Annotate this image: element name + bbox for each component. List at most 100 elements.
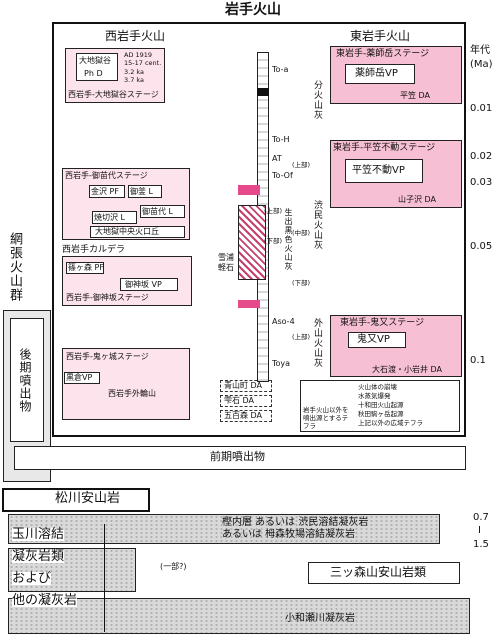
unit-label: 大地獄中央火口丘	[95, 227, 159, 236]
caldera-label: 西岩手カルデラ	[62, 245, 126, 255]
legend-item: 秋田駒ヶ岳起源	[358, 410, 404, 418]
part-note: (一部?)	[160, 562, 187, 571]
age-label: AD 1919	[124, 51, 153, 59]
stage-title: 東岩手-鬼又ステージ	[340, 318, 425, 328]
vp-box	[348, 332, 406, 348]
age-axis-title: 年代	[470, 45, 490, 56]
vp-label: 薬師岳VP	[355, 68, 398, 79]
mid-label: 雪浦	[218, 253, 234, 262]
unit-box	[64, 372, 100, 384]
part-label: (上部)	[264, 207, 283, 215]
pink-layer	[238, 185, 260, 195]
tamagawa-line: 他の凝灰岩	[12, 593, 78, 608]
part-label: (上部)	[292, 161, 311, 169]
tephra-label: Toya	[272, 359, 291, 368]
legend	[300, 380, 460, 432]
da-label: 平笠 DA	[400, 91, 431, 100]
bottom-age: I	[478, 525, 481, 536]
unit-label: 黒倉VP	[66, 373, 93, 382]
unit-ojigokudani-box	[76, 53, 118, 81]
bottom-age: 0.7	[473, 512, 489, 523]
stage-title: 西岩手-御神坂ステージ	[66, 293, 149, 302]
tephra-group: 生出黒色火山灰	[284, 208, 293, 271]
unit-box	[120, 278, 178, 291]
age-tick: 0.1	[470, 355, 486, 366]
unit-box	[92, 211, 137, 224]
matsukawa-box	[2, 488, 150, 512]
vp-box	[345, 64, 415, 84]
unit-label: 篠ヶ森 PF	[68, 263, 104, 272]
legend-item: 水蒸気爆発	[358, 392, 391, 400]
dashed-unit	[220, 380, 272, 392]
tamagawa-line: 凝灰岩類	[12, 549, 65, 564]
da-label: 大石渡・小岩井 DA	[372, 365, 443, 374]
mid-label: 軽石	[218, 263, 234, 272]
koki-label: 後期噴出物	[18, 348, 32, 413]
age-label: 3.2 ka	[124, 68, 145, 76]
part-label: (上部)	[292, 333, 311, 341]
pink-layer	[238, 300, 260, 308]
mitsumori-label: 三ッ森山安山岩類	[330, 565, 427, 579]
kowase-label: 小和瀬川凝灰岩	[285, 613, 355, 624]
vp-label: 鬼又VP	[357, 334, 390, 345]
stage-title: 西岩手-鬼ヶ城ステージ	[66, 352, 149, 361]
unit-label: 金沢 PF	[91, 187, 119, 196]
stage-title: 東岩手-薬師岳ステージ	[336, 49, 430, 59]
tephra-group: 外山火山灰	[312, 318, 322, 368]
age-tick: 0.02	[470, 151, 493, 162]
main-title: 岩手火山	[225, 2, 281, 18]
unit-label: 大地獄谷	[79, 56, 111, 65]
unit-label: 御神坂 VP	[125, 280, 162, 289]
unit-box	[140, 205, 185, 218]
legend-item: 十和田火山起源	[358, 401, 404, 409]
east-title: 東岩手火山	[350, 29, 411, 43]
hatched-layer	[238, 205, 266, 280]
tamagawa-line: 玉川溶結	[12, 527, 65, 542]
kashiuchi-line: あるいは 栂森牧場溶結凝灰岩	[222, 529, 356, 540]
unit-label: 御苗代 L	[142, 207, 173, 216]
mitsumori-box	[308, 562, 460, 584]
part-label: (下部)	[292, 279, 311, 287]
koki-box	[10, 318, 44, 442]
stage-title: 西岩手-御苗代ステージ	[65, 171, 148, 180]
kashiuchi-band	[8, 514, 440, 544]
unit-box	[128, 185, 162, 198]
age-axis-unit: (Ma)	[470, 59, 493, 70]
tephra-group: 渋民火山灰	[312, 200, 322, 250]
tephra-label: AT	[272, 154, 282, 163]
tamagawa-line: および	[12, 571, 52, 586]
zenki-box	[14, 446, 466, 470]
amibari-label: 網張火山群	[7, 232, 22, 302]
stage-title: 西岩手-大地獄谷ステージ	[68, 90, 159, 99]
dashed-unit-label: 青山町 DA	[224, 381, 263, 390]
tephra-label: Aso-4	[272, 317, 295, 326]
vp-label: 平笠不動VP	[352, 165, 405, 176]
age-label: 15-17 cent.	[124, 59, 162, 67]
unit-label: 焼切沢 L	[94, 213, 125, 222]
part-label: (中部)	[292, 229, 311, 237]
tephra-label: To-Of	[272, 171, 293, 180]
age-tick: 0.01	[470, 103, 493, 114]
unit-label: 西岩手外輪山	[108, 389, 156, 398]
age-tick: 0.05	[470, 241, 493, 252]
matsukawa-label: 松川安山岩	[55, 491, 121, 506]
iwate-frame	[52, 22, 466, 437]
unit-box	[66, 262, 104, 274]
tephra-label: To-H	[272, 135, 290, 144]
legend-item: 火山体の崩壊	[358, 383, 397, 391]
west-title: 西岩手火山	[105, 29, 166, 43]
tephra-group: 分火山灰	[312, 80, 322, 120]
unit-box	[89, 185, 125, 198]
dashed-unit-label: 雫石 DA	[224, 396, 255, 405]
da-label: 山子沢 DA	[398, 195, 437, 204]
unit-label: 御釜 L	[130, 187, 153, 196]
part-label: (下部)	[264, 237, 283, 245]
dashed-unit	[220, 395, 272, 407]
black-layer	[257, 88, 269, 96]
age-label: 3.7 ka	[124, 76, 145, 84]
age-tick: 0.03	[470, 177, 493, 188]
vp-box	[345, 159, 423, 183]
bottom-age: 1.5	[473, 539, 489, 550]
unit-box	[90, 226, 185, 238]
west-stage-onigajo	[62, 348, 190, 420]
